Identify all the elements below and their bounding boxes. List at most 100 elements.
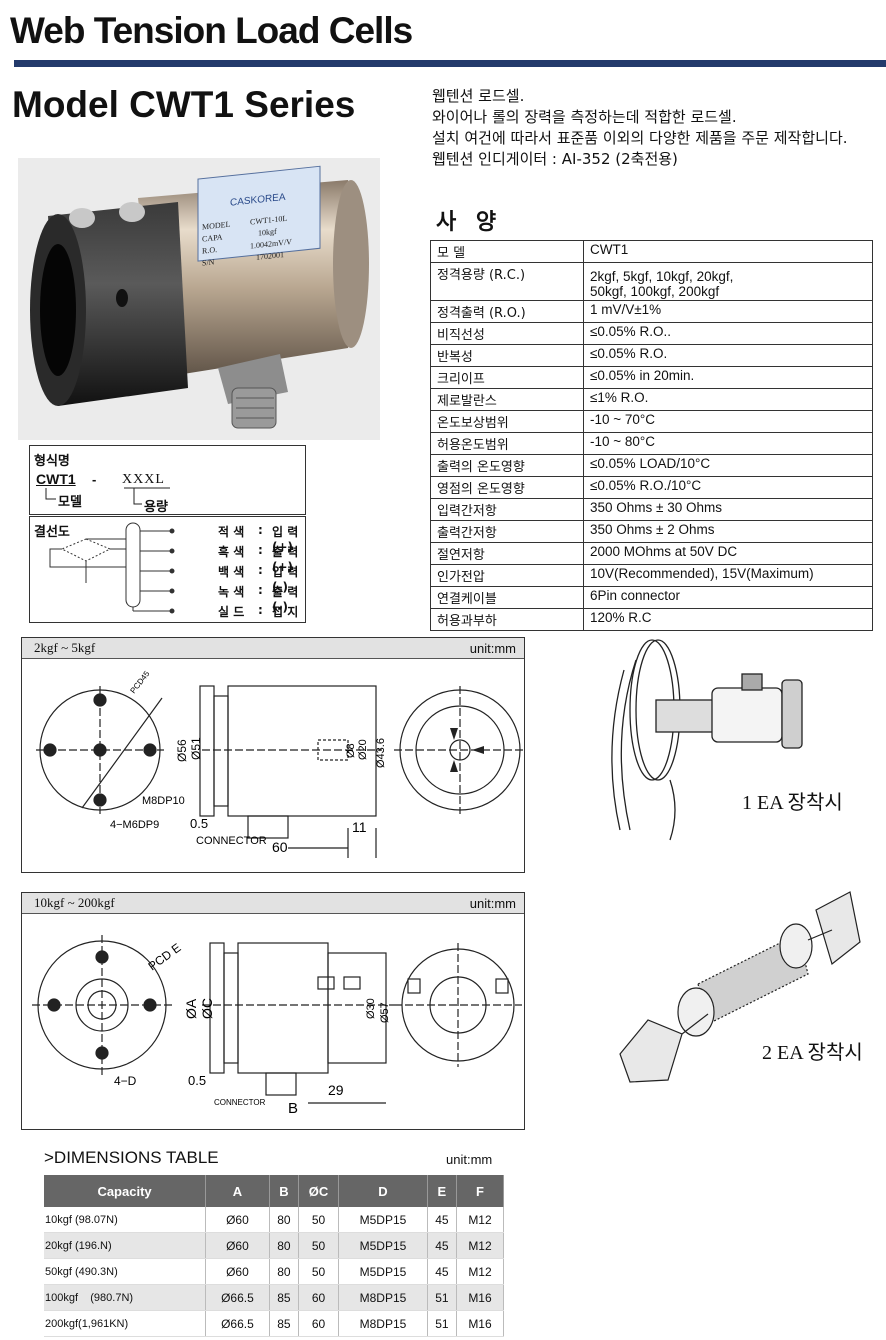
dims-cell: M5DP15: [338, 1207, 428, 1233]
spec-value: 1 mV/V±1%: [583, 300, 873, 323]
spec-value-line: ≤0.05% LOAD/10°C: [590, 456, 711, 471]
spec-row: 허용온도범위-10 ~ 80°C: [430, 432, 873, 455]
title-rule: [14, 60, 886, 67]
wiring-color: 흑 색: [218, 545, 245, 559]
spec-value-line: 50kgf, 100kgf, 200kgf: [590, 284, 720, 299]
wiring-color: 적 색: [218, 525, 245, 539]
spec-row: 비직선성≤0.05% R.O..: [430, 322, 873, 345]
intro-text: 웹텐션 로드셀. 와이어나 롤의 장력을 측정하는데 적합한 로드셀. 설치 여…: [432, 86, 848, 170]
dim-label: M8DP10: [142, 795, 185, 807]
spec-key: 허용과부하: [430, 608, 584, 631]
spec-row: 정격출력 (R.O.)1 mV/V±1%: [430, 300, 873, 323]
dims-cell: 20kgf (196.N): [44, 1232, 207, 1259]
spec-value-line: ≤1% R.O.: [590, 390, 649, 405]
spec-value-line: 6Pin connector: [590, 588, 681, 603]
spec-row: 영점의 온도영향≤0.05% R.O./10°C: [430, 476, 873, 499]
drawing-unit: unit:mm: [469, 641, 516, 656]
spec-value: 2kgf, 5kgf, 10kgf, 20kgf,50kgf, 100kgf, …: [583, 262, 873, 301]
dims-cell: Ø66.5: [205, 1310, 270, 1337]
spec-row: 반복성≤0.05% R.O.: [430, 344, 873, 367]
dim-label: Ø20: [357, 739, 369, 760]
dim-label: 29: [328, 1082, 344, 1098]
capacity-word: 용량: [144, 500, 168, 515]
spec-heading: 사 양: [436, 210, 503, 235]
label-key: CAPA: [202, 232, 223, 243]
dims-header: D: [338, 1175, 428, 1207]
dims-cell: 45: [427, 1258, 457, 1285]
bridge-circuit-icon: [49, 522, 175, 614]
dim-label: 0.5: [188, 1073, 206, 1088]
wiring-func: 입 력 (-): [272, 565, 299, 594]
dims-cell: 50: [298, 1207, 340, 1233]
spec-value-line: -10 ~ 70°C: [590, 412, 656, 427]
label-val: 10kgf: [258, 227, 277, 238]
spec-value-line: ≤0.05% R.O.: [590, 346, 668, 361]
dims-cell: M12: [456, 1258, 505, 1285]
spec-key: 크리이프: [430, 366, 584, 389]
dims-header: Capacity: [44, 1175, 207, 1207]
spec-value-line: 2kgf, 5kgf, 10kgf, 20kgf,: [590, 269, 734, 284]
spec-key: 입력간저항: [430, 498, 584, 521]
dim-label: ØA: [183, 998, 199, 1019]
dims-cell: Ø60: [205, 1258, 270, 1285]
dims-header: F: [456, 1175, 505, 1207]
spec-key: 모 델: [430, 240, 584, 263]
spec-value: 350 Ohms ± 2 Ohms: [583, 520, 873, 543]
label-key: R.O.: [202, 245, 217, 256]
dims-cell: 45: [427, 1232, 457, 1259]
dim-label: Ø43.6: [375, 738, 387, 768]
spec-value: ≤0.05% in 20min.: [583, 366, 873, 389]
spec-value: -10 ~ 80°C: [583, 432, 873, 455]
dims-header: B: [269, 1175, 299, 1207]
wiring-diagram-box: 결선도 적 색:입 력 (+)흑 색:출 력 (+)백 색:입 력 (-)녹 색…: [29, 516, 306, 623]
spec-key: 정격용량 (R.C.): [430, 262, 584, 301]
dims-cell: Ø60: [205, 1232, 270, 1259]
spec-row: 정격용량 (R.C.)2kgf, 5kgf, 10kgf, 20kgf,50kg…: [430, 262, 873, 301]
label-key: MODEL: [202, 220, 231, 232]
drawing-2-svg: PCD E 4−D ØA ØC Ø30 Ø57 0.5 CONNECTOR B …: [32, 935, 522, 1117]
dims-cell: M8DP15: [338, 1310, 428, 1337]
dims-header: ØC: [298, 1175, 340, 1207]
dims-cell: M5DP15: [338, 1258, 428, 1285]
spec-key: 연결케이블: [430, 586, 584, 609]
spec-value-line: ≤0.05% R.O./10°C: [590, 478, 702, 493]
label-val: CWT1-10L: [250, 214, 287, 227]
wiring-sep: :: [258, 543, 263, 557]
intro-line: 웹텐션 인디게이터 : AI-352 (2축전용): [432, 150, 678, 168]
spec-key: 출력의 온도영향: [430, 454, 584, 477]
dim-label: 4−M6DP9: [110, 819, 159, 831]
dim-label: Ø51: [189, 737, 203, 760]
intro-line: 설치 여건에 따라서 표준품 이외의 다양한 제품을 주문 제작합니다.: [432, 129, 848, 147]
spec-value-line: 120% R.C: [590, 610, 652, 625]
model-code-dash: -: [92, 472, 97, 487]
spec-key: 제로발란스: [430, 388, 584, 411]
dim-label: 60: [272, 839, 288, 855]
spec-value: ≤1% R.O.: [583, 388, 873, 411]
spec-value: CWT1: [583, 240, 873, 263]
wiring-color: 백 색: [218, 565, 245, 579]
dim-label: Ø8: [345, 743, 357, 758]
spec-value-line: ≤0.05% in 20min.: [590, 368, 695, 383]
model-code: CWT1: [36, 471, 76, 487]
page-title: Web Tension Load Cells: [10, 10, 413, 51]
dims-cell: 10kgf (98.07N): [44, 1207, 207, 1233]
dims-cell: 50: [298, 1232, 340, 1259]
spec-value-line: 10V(Recommended), 15V(Maximum): [590, 566, 814, 581]
product-photo: CASKOREA MODEL CWT1-10L CAPA 10kgf R.O. …: [18, 158, 380, 440]
spec-key: 정격출력 (R.O.): [430, 300, 584, 323]
drawing-range: 10kgf ~ 200kgf: [34, 895, 115, 910]
spec-value: 350 Ohms ± 30 Ohms: [583, 498, 873, 521]
install-2ea-illustration: [619, 891, 861, 1083]
dims-cell: 45: [427, 1207, 457, 1233]
wiring-color: 녹 색: [218, 585, 245, 599]
dims-cell: 80: [269, 1258, 299, 1285]
spec-row: 제로발란스 ≤1% R.O.: [430, 388, 873, 411]
spec-row: 허용과부하 120% R.C: [430, 608, 873, 631]
